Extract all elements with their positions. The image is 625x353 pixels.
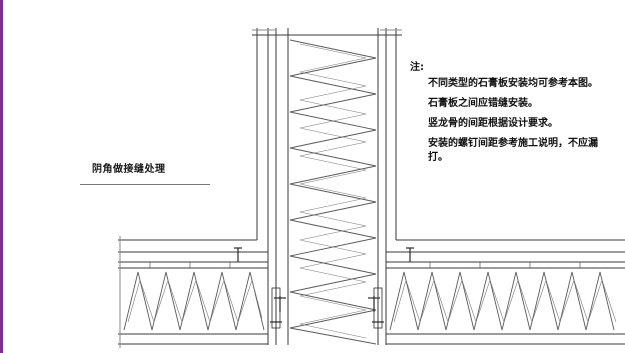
horizontal-band-outline [118,236,625,348]
note-item: 石膏板之间应错缝安装。 [428,98,538,109]
note-item: 竖龙骨的间距根据设计要求。 [428,118,558,129]
right-insulation-zigzag-inner [393,278,617,323]
notes-list: 不同类型的石膏板安装均可参考本图。 石膏板之间应错缝安装。 竖龙骨的间距根据设计… [428,77,598,165]
corner-label-underline [80,184,210,185]
vertical-insulation-zigzag-inner [299,43,367,339]
frame-accent-line [0,0,3,353]
left-insulation-zigzag-inner [127,278,263,323]
note-item: 安装的螺钉间距参考施工说明，不应漏打。 [428,138,598,163]
notes-block: 注: 不同类型的石膏板安装均可参考本图。 石膏板之间应错缝安装。 竖龙骨的间距根… [410,58,598,171]
note-item: 不同类型的石膏板安装均可参考本图。 [428,78,598,89]
band-tick-marks [149,262,581,268]
notes-heading: 注: [410,62,424,73]
right-insulation-zigzag [389,271,615,331]
left-insulation-zigzag [123,271,265,331]
corner-joint-label: 阴角做接缝处理 [92,164,166,175]
stud-and-screw-details [234,247,414,329]
vertical-wall-outline [252,28,402,345]
